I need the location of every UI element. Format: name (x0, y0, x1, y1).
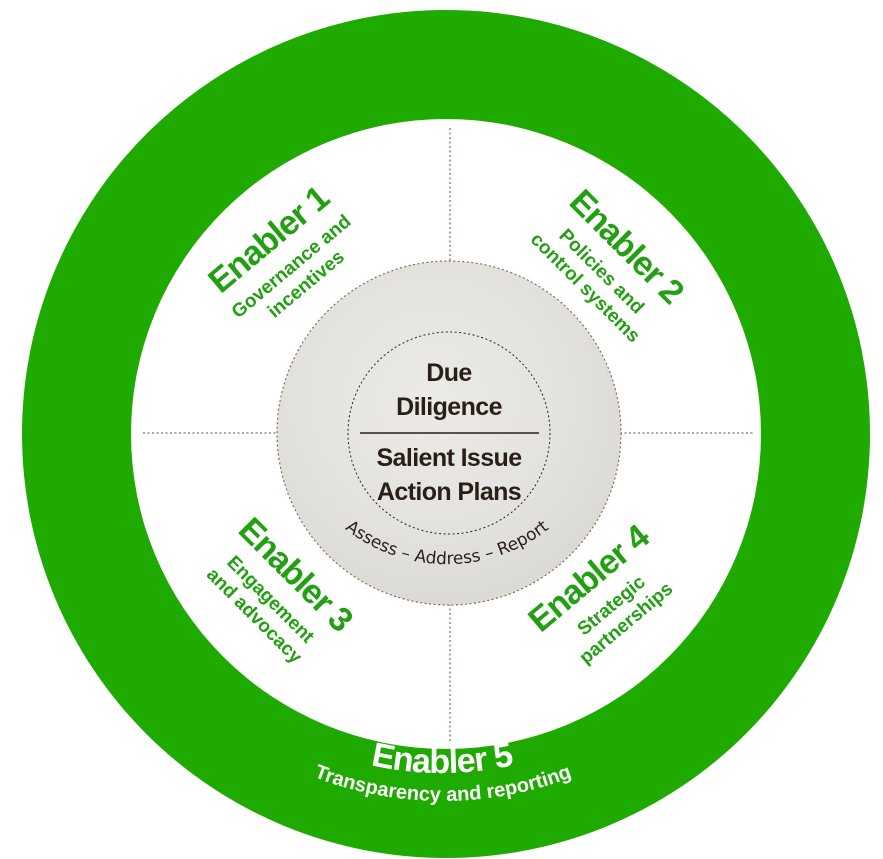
core-top-line-1: Due (426, 359, 472, 387)
core-bottom-line-2: Action Plans (377, 478, 521, 506)
enabler-5-title: Enabler 5 (369, 736, 515, 781)
core-inner-circle (347, 331, 551, 535)
core-top-line-2: Diligence (396, 393, 502, 421)
core-bottom-line-1: Salient Issue (376, 444, 522, 472)
